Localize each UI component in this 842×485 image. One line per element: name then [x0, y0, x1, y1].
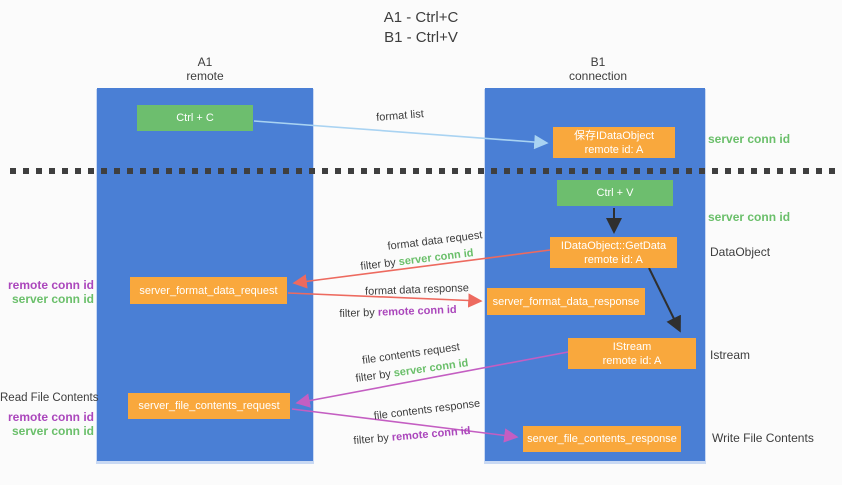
label-remote-conn-id-left-2: remote conn id	[7, 410, 94, 424]
node-getdata: IDataObject::GetData remote id: A	[550, 237, 677, 268]
label-write-file-contents: Write File Contents	[712, 431, 814, 445]
node-istream: IStream remote id: A	[568, 338, 696, 369]
node-server-format-data-request-label: server_format_data_request	[139, 284, 278, 297]
label-format-data-response: format data response	[364, 282, 470, 298]
lane-left-name: A1	[197, 55, 213, 69]
label-read-file-contents: Read File Contents	[0, 392, 99, 404]
label-server-conn-id-left-2: server conn id	[11, 424, 94, 438]
node-server-format-data-response-label: server_format_data_response	[492, 295, 640, 308]
filter-by-text: filter by	[353, 431, 393, 448]
node-server-file-contents-request: server_file_contents_request	[128, 393, 290, 419]
node-istream-line1: IStream	[612, 340, 652, 353]
title-line-1: A1 - Ctrl+C	[383, 9, 459, 26]
filter-by-text: filter by	[354, 367, 395, 385]
filter-by-text: filter by	[339, 306, 379, 321]
lane-right-name: B1	[590, 55, 606, 69]
label-server-conn-id-left-1: server conn id	[11, 292, 94, 306]
remote-conn-id-text: remote conn id	[391, 424, 471, 444]
remote-conn-id-text: remote conn id	[377, 303, 457, 319]
node-server-format-data-request: server_format_data_request	[130, 277, 287, 304]
filter-by-text: filter by	[359, 256, 400, 273]
node-save-dataobject-line1: 保存IDataObject	[573, 129, 655, 142]
label-remote-conn-id-left-1: remote conn id	[7, 278, 94, 292]
node-getdata-line1: IDataObject::GetData	[560, 239, 667, 252]
lane-left-role: remote	[186, 69, 224, 83]
page-title: A1 - Ctrl+C B1 - Ctrl+V	[300, 8, 542, 48]
label-server-conn-id-right-1: server conn id	[708, 132, 791, 146]
label-format-list: format list	[375, 108, 425, 124]
dashed-divider-line	[10, 168, 836, 174]
label-filter-by-remote-conn-id-1: filter by remote conn id	[318, 302, 478, 322]
node-getdata-line2: remote id: A	[584, 253, 643, 266]
node-save-dataobject: 保存IDataObject remote id: A	[553, 127, 675, 158]
node-server-file-contents-response-label: server_file_contents_response	[527, 433, 677, 445]
label-istream: Istream	[710, 348, 751, 362]
node-server-file-contents-response: server_file_contents_response	[523, 426, 681, 452]
node-istream-line2: remote id: A	[602, 354, 662, 367]
node-ctrl-v: Ctrl + V	[557, 180, 673, 206]
title-line-2: B1 - Ctrl+V	[384, 29, 458, 46]
node-ctrl-c: Ctrl + C	[137, 105, 253, 131]
lane-right-role: connection	[568, 69, 628, 83]
node-ctrl-c-label: Ctrl + C	[176, 112, 214, 124]
label-server-conn-id-right-2: server conn id	[708, 210, 791, 224]
node-server-file-contents-request-label: server_file_contents_request	[138, 400, 280, 412]
node-save-dataobject-line2: remote id: A	[584, 143, 644, 156]
lane-left-header: A1 remote	[147, 55, 263, 83]
label-dataobject: DataObject	[710, 245, 771, 259]
lane-right-header: B1 connection	[540, 55, 656, 83]
node-ctrl-v-label: Ctrl + V	[596, 187, 634, 199]
node-server-format-data-response: server_format_data_response	[487, 288, 645, 315]
